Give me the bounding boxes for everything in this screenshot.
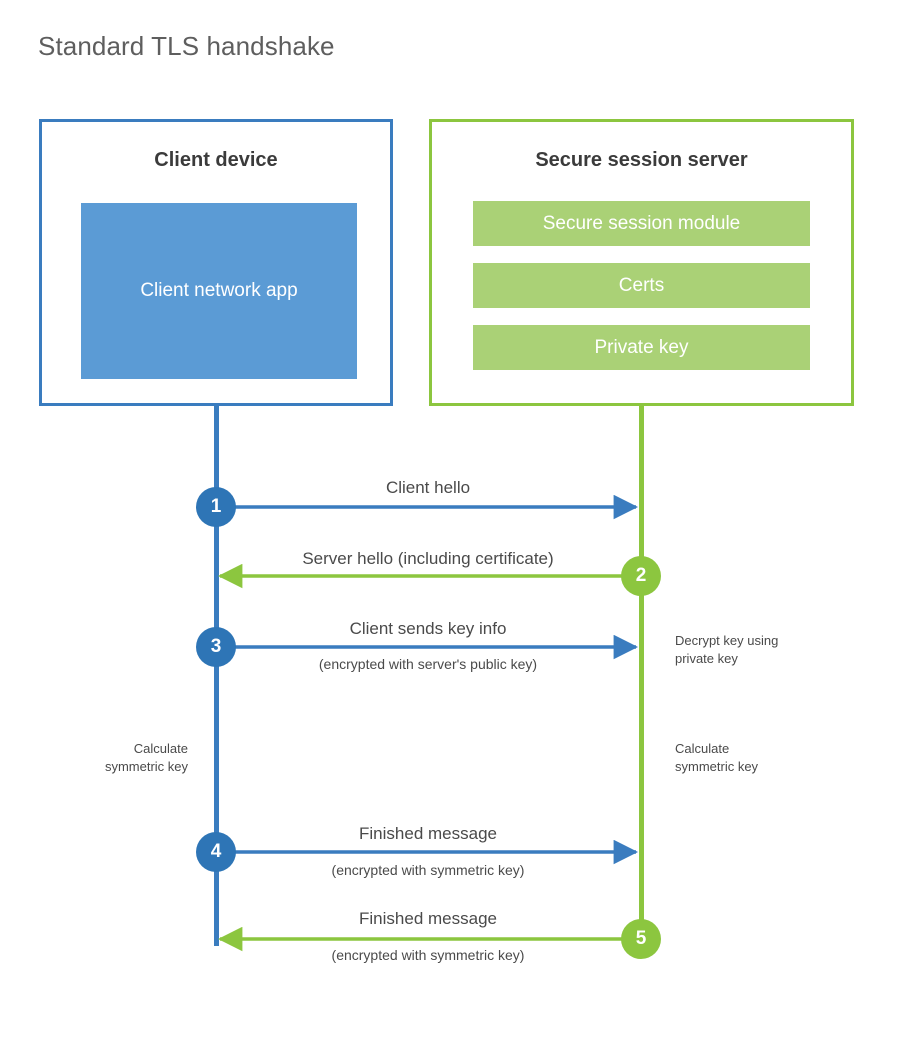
server-lifeline xyxy=(639,406,644,940)
server-block-private-key: Private key xyxy=(473,325,810,370)
client-network-app-block: Client network app xyxy=(81,203,357,379)
step-marker-3: 3 xyxy=(196,627,236,667)
client-device-box: Client device Client network app xyxy=(39,119,393,406)
message-label-step-5: Finished message xyxy=(359,909,497,928)
message-sublabel-step-4: (encrypted with symmetric key) xyxy=(331,862,525,878)
client-lifeline xyxy=(214,406,219,946)
message-label-step-3: Client sends key info xyxy=(349,619,507,638)
server-block-secure-session-module: Secure session module xyxy=(473,201,810,246)
step-marker-5: 5 xyxy=(621,919,661,959)
page-title: Standard TLS handshake xyxy=(38,31,335,61)
secure-session-server-title: Secure session server xyxy=(535,149,748,171)
annotation-decrypt-key: Decrypt key using private key xyxy=(675,633,779,666)
message-label-step-1: Client hello xyxy=(385,478,471,497)
message-label-step-4: Finished message xyxy=(359,824,497,843)
step-marker-1: 1 xyxy=(196,487,236,527)
client-device-title: Client device xyxy=(154,149,278,171)
annotation-server-calculate-symmetric-key: Calculate symmetric key xyxy=(675,741,759,774)
annotation-client-calculate-symmetric-key: Calculate symmetric key xyxy=(104,741,188,774)
secure-session-server-box: Secure session server Secure session mod… xyxy=(429,119,854,406)
step-marker-2: 2 xyxy=(621,556,661,596)
message-sublabel-step-5: (encrypted with symmetric key) xyxy=(331,947,525,963)
message-label-step-2: Server hello (including certificate) xyxy=(302,549,554,568)
message-sublabel-step-3: (encrypted with server's public key) xyxy=(318,656,538,672)
server-block-certs: Certs xyxy=(473,263,810,308)
step-marker-4: 4 xyxy=(196,832,236,872)
